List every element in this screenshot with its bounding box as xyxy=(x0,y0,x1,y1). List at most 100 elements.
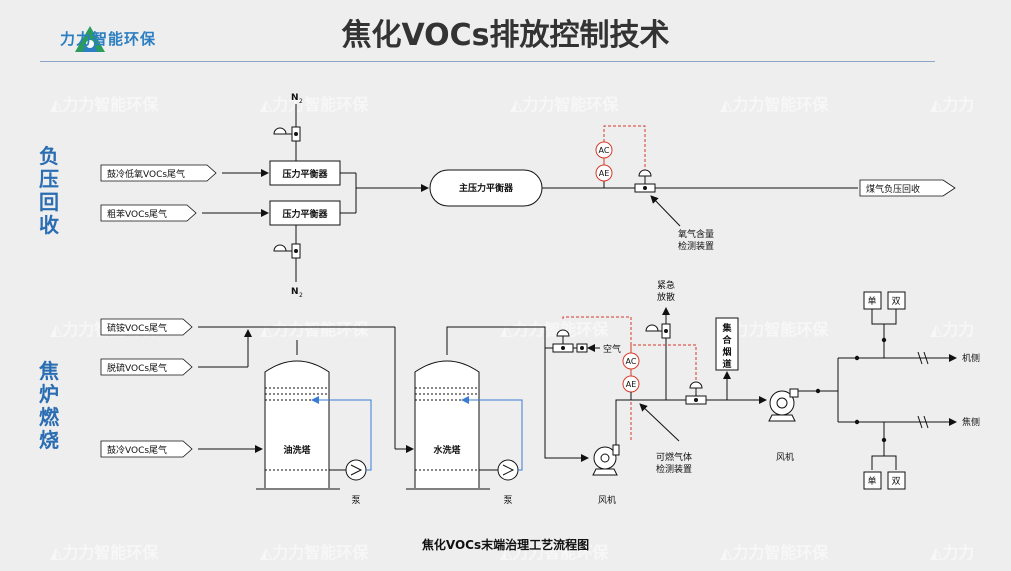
switch-double-bottom: 双 xyxy=(887,471,906,490)
emergency-vent-valve xyxy=(645,323,671,339)
oxygen-detector-label: 氧气含量 xyxy=(678,228,714,240)
combustible-control-valve xyxy=(685,381,707,405)
pointer-combustible xyxy=(639,403,680,442)
n2-label-bottom: N xyxy=(291,287,299,297)
svg-text:主压力平衡器: 主压力平衡器 xyxy=(459,182,514,194)
n2-valve-top xyxy=(273,126,301,142)
svg-text:◭力力智能环保: ◭力力智能环保 xyxy=(720,320,829,339)
svg-text:检测装置: 检测装置 xyxy=(656,463,692,475)
svg-text:单: 单 xyxy=(867,475,876,487)
water-wash-tower: 水洗塔 xyxy=(414,360,480,488)
logo-text: 力力智能环保 xyxy=(60,30,157,48)
switch-single-bottom: 单 xyxy=(863,471,882,490)
pump-1: 泵 xyxy=(345,459,367,506)
svg-text:鼓冷VOCs尾气: 鼓冷VOCs尾气 xyxy=(107,444,167,456)
input-tag-crude-benzene: 粗苯VOCs尾气 xyxy=(100,204,197,222)
switch-double-top: 双 xyxy=(887,291,906,310)
svg-text:粗苯VOCs尾气: 粗苯VOCs尾气 xyxy=(107,208,167,220)
svg-text:◭力力: ◭力力 xyxy=(930,320,974,339)
svg-text:硫铵VOCs尾气: 硫铵VOCs尾气 xyxy=(107,322,167,334)
analyzer-controller-ac-1: AC xyxy=(595,141,613,159)
svg-text:压力平衡器: 压力平衡器 xyxy=(282,168,328,180)
svg-text:AE: AE xyxy=(626,380,637,389)
svg-text:◭力力: ◭力力 xyxy=(930,95,974,114)
pointer-oxygen xyxy=(650,195,681,227)
svg-text:单: 单 xyxy=(867,295,876,307)
svg-text:水洗塔: 水洗塔 xyxy=(433,444,461,456)
emergency-vent-label: 紧急 xyxy=(657,279,675,291)
svg-text:◭力力智能环保: ◭力力智能环保 xyxy=(500,543,609,562)
svg-text:集合烟道: 集合烟道 xyxy=(721,322,732,370)
analyzer-controller-ac-2: AC xyxy=(622,352,640,370)
page-title: 焦化VOCs排放控制技术 xyxy=(341,18,670,53)
svg-text:检测装置: 检测装置 xyxy=(678,240,714,252)
pump-2: 泵 xyxy=(497,459,519,506)
signal-line xyxy=(603,125,646,170)
section-label-coke-oven: 焦炉燃烧 xyxy=(39,359,59,452)
collecting-flue: 集合烟道 xyxy=(715,317,739,371)
water-recirculation-line xyxy=(461,396,523,471)
analyzer-element-ae-2: AE xyxy=(622,375,640,393)
n2-label-top: N xyxy=(291,93,299,103)
svg-text:双: 双 xyxy=(891,476,900,487)
input-tag-desulfurization: 脱硫VOCs尾气 xyxy=(100,358,193,376)
input-tag-cooling: 鼓冷VOCs尾气 xyxy=(100,440,193,458)
machine-side-label: 机侧 xyxy=(962,352,980,364)
input-tag-low-temp: 鼓冷低氧VOCs尾气 xyxy=(100,164,217,182)
svg-text:风机: 风机 xyxy=(598,494,616,506)
svg-text:◭力力智能环保: ◭力力智能环保 xyxy=(260,95,369,114)
flow-line xyxy=(446,326,589,462)
svg-text:油洗塔: 油洗塔 xyxy=(283,444,311,456)
svg-text:鼓冷低氧VOCs尾气: 鼓冷低氧VOCs尾气 xyxy=(107,168,185,180)
svg-text:风机: 风机 xyxy=(776,451,794,463)
pressure-balancer-2: 压力平衡器 xyxy=(269,200,341,226)
svg-text:泵: 泵 xyxy=(503,495,512,506)
company-logo xyxy=(75,26,105,52)
combustible-detector-label: 可燃气体 xyxy=(656,451,692,463)
svg-text:2: 2 xyxy=(299,98,303,105)
title-divider xyxy=(40,61,935,62)
n2-valve-bottom xyxy=(273,243,301,259)
valve-dot xyxy=(815,388,821,394)
svg-text:◭力力智能环保: ◭力力智能环保 xyxy=(510,95,619,114)
diagram-caption: 焦化VOCs末端治理工艺流程图 xyxy=(421,538,590,552)
svg-text:◭力力智能环保: ◭力力智能环保 xyxy=(50,95,159,114)
svg-text:AE: AE xyxy=(599,169,610,178)
air-check-valve xyxy=(576,343,588,353)
section-label-negative-pressure: 负压回收 xyxy=(39,144,59,237)
pressure-balancer-1: 压力平衡器 xyxy=(269,160,341,186)
signal-line xyxy=(630,344,697,382)
watermark-row-3: ◭力力智能环保 ◭力力智能环保 ◭力力智能环保 ◭力力智能环保 ◭力力 xyxy=(50,543,974,562)
output-tag-gas-recovery: 煤气负压回收 xyxy=(859,179,956,197)
svg-text:◭力力智能环保: ◭力力智能环保 xyxy=(260,543,369,562)
air-label: 空气 xyxy=(603,343,621,355)
main-pressure-balancer: 主压力平衡器 xyxy=(429,169,543,207)
svg-text:煤气负压回收: 煤气负压回收 xyxy=(866,183,920,195)
svg-text:◭力力智能环保: ◭力力智能环保 xyxy=(50,543,159,562)
oil-recirculation-line xyxy=(311,396,372,471)
switch-single-top: 单 xyxy=(863,291,882,310)
svg-text:◭力力智能环保: ◭力力智能环保 xyxy=(260,320,369,339)
svg-text:◭力力智能环保: ◭力力智能环保 xyxy=(720,543,829,562)
analyzer-element-ae-1: AE xyxy=(595,164,613,182)
svg-text:放散: 放散 xyxy=(657,291,675,303)
svg-text:◭力力智能环保: ◭力力智能环保 xyxy=(720,95,829,114)
svg-text:AC: AC xyxy=(599,146,610,155)
svg-text:◭力力: ◭力力 xyxy=(930,543,974,562)
svg-text:2: 2 xyxy=(299,292,303,299)
oil-wash-tower: 油洗塔 xyxy=(264,360,330,488)
svg-text:压力平衡器: 压力平衡器 xyxy=(282,208,328,220)
coke-side-label: 焦侧 xyxy=(962,416,980,428)
svg-text:泵: 泵 xyxy=(351,495,360,506)
fan-1: 风机 xyxy=(592,444,620,506)
flow-line xyxy=(615,399,686,445)
svg-text:AC: AC xyxy=(626,357,637,366)
fan-2: 风机 xyxy=(768,388,799,463)
control-valve-oxygen xyxy=(634,169,656,193)
svg-text:双: 双 xyxy=(891,296,900,307)
svg-text:脱硫VOCs尾气: 脱硫VOCs尾气 xyxy=(107,362,167,374)
input-tag-ammonium-sulfate: 硫铵VOCs尾气 xyxy=(100,318,193,336)
svg-text:◭力力智能环保: ◭力力智能环保 xyxy=(500,320,609,339)
watermark-row-1: ◭力力智能环保 ◭力力智能环保 ◭力力智能环保 ◭力力智能环保 ◭力力 xyxy=(50,95,974,114)
